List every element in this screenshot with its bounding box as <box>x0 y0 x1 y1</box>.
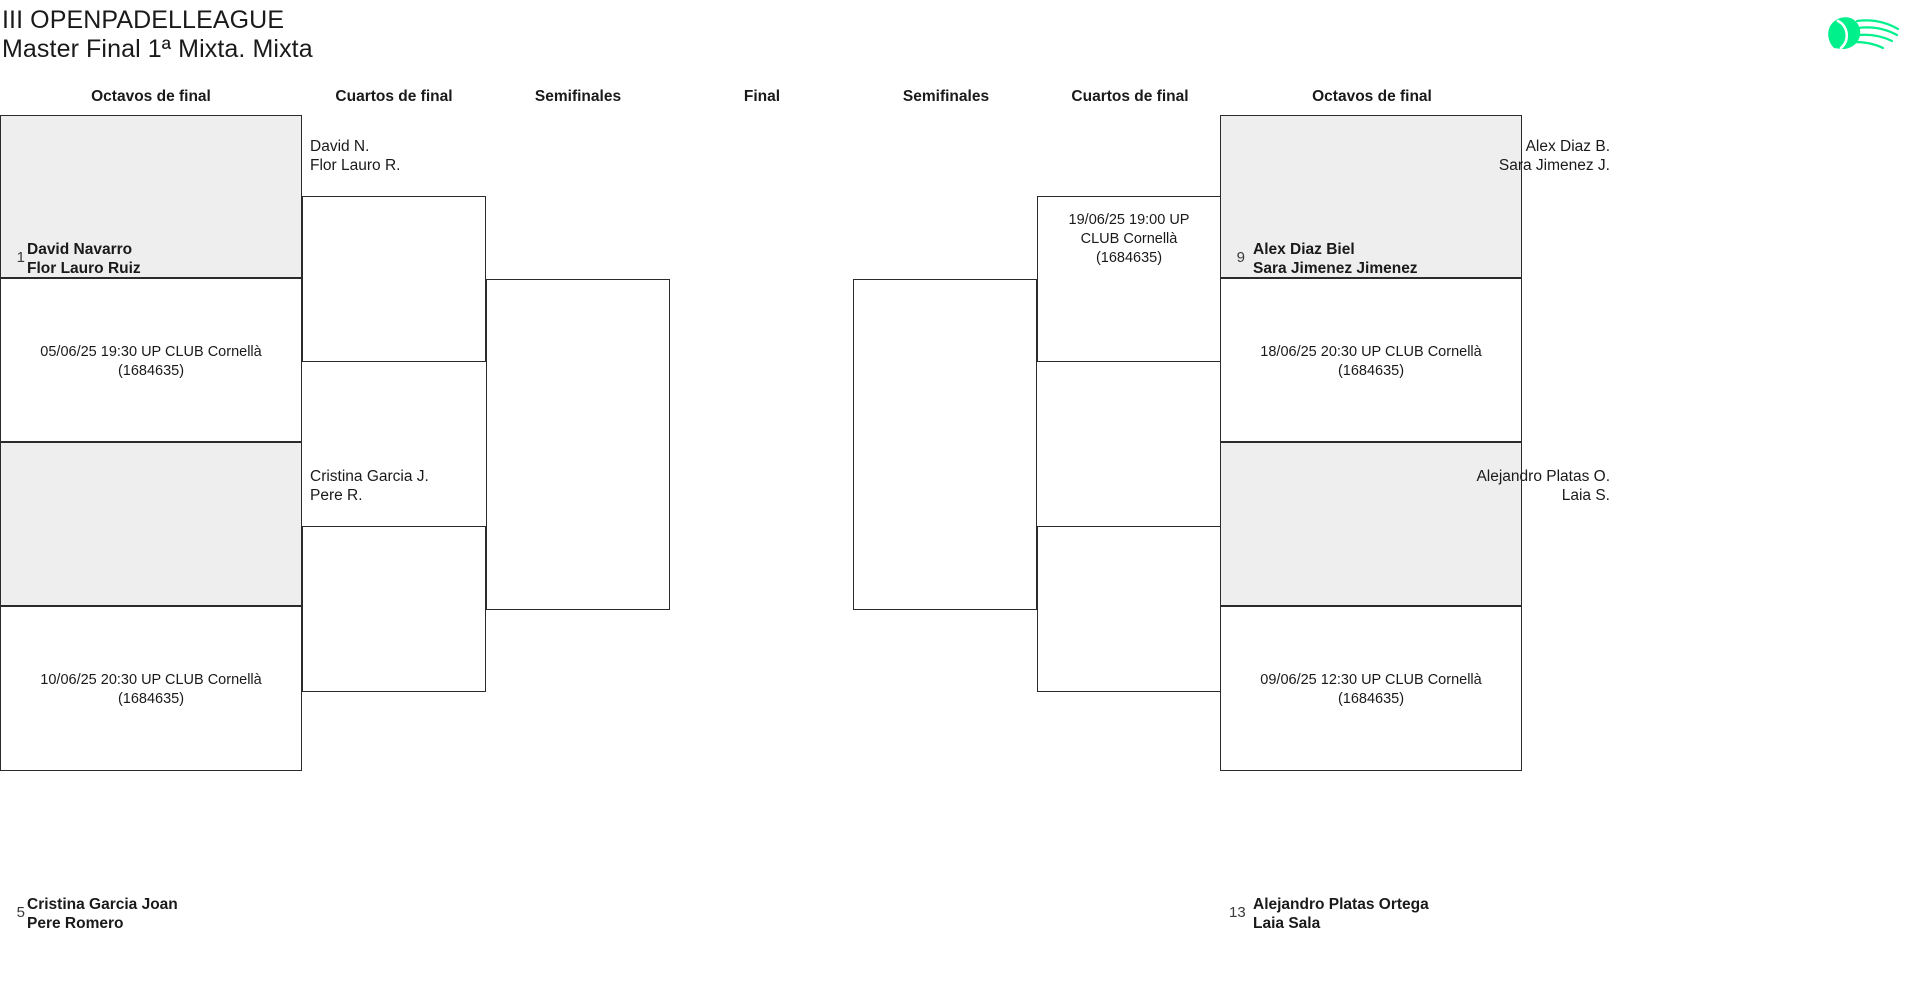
team-name: Alejandro Platas Ortega Laia Sala <box>1253 896 1429 932</box>
team-name: Alex Diaz Biel Sara Jimenez Jimenez <box>1253 241 1418 277</box>
bracket-slot-7[interactable]: 7 Xavi Balcells Mariagna Mir 10/06/25 20… <box>0 606 302 771</box>
match-info: 18/06/25 20:30 UP CLUB Cornellà(1684635) <box>1260 344 1482 379</box>
bracket-slot-11[interactable]: 11 Eric Martinez Ana Rivera 18/06/25 20:… <box>1220 278 1522 714</box>
left-quarterfinal-team-2: Cristina Garcia J. Pere R. <box>310 468 429 504</box>
team-name: David Navarro Flor Lauro Ruiz <box>27 241 141 277</box>
seed-number: 1 <box>16 249 25 266</box>
right-quarterfinal-connector-2 <box>1037 526 1221 692</box>
round-header-right-semifinales: Semifinales <box>902 88 990 105</box>
match-info: 05/06/25 19:30 UP CLUB Cornellà(1684635) <box>40 344 262 379</box>
right-semifinal-connector <box>853 279 1037 610</box>
openpadelleague-logo <box>1824 10 1902 58</box>
tournament-title: III OPENPADELLEAGUE <box>2 6 285 34</box>
left-quarterfinal-connector-2 <box>302 526 486 692</box>
match-info: 10/06/25 20:30 UP CLUB Cornellà(1684635) <box>40 672 262 707</box>
match-info: 09/06/25 12:30 UP CLUB Cornellà(1684635) <box>1260 672 1482 707</box>
bracket-slot-1[interactable]: 1 David Navarro Flor Lauro Ruiz 2 BYE <box>0 115 302 376</box>
seed-number: 9 <box>1236 249 1245 266</box>
right-quarterfinal-team-2: Alejandro Platas O. Laia S. <box>1476 468 1610 504</box>
left-quarterfinal-connector-1 <box>302 196 486 362</box>
bracket-slot-15[interactable]: 15 Ana Yañez Bernardo Ricard Noel 09/06/… <box>1220 606 1522 771</box>
round-header-final: Final <box>743 88 781 105</box>
round-header-right-cuartos: Cuartos de final <box>1071 88 1189 105</box>
bracket-slot-3[interactable]: 3 Moisès Sanz Piqué Estefania Montero 05… <box>0 278 302 714</box>
round-header-left-cuartos: Cuartos de final <box>335 88 453 105</box>
bracket-slot-5[interactable]: 5 Cristina Garcia Joan Pere Romero 6 BYE <box>0 442 302 932</box>
seed-number: 13 <box>1229 904 1246 921</box>
bracket-slot-9[interactable]: 9 Alex Diaz Biel Sara Jimenez Jimenez 10… <box>1220 115 1522 376</box>
team-name: Cristina Garcia Joan Pere Romero <box>27 896 178 932</box>
left-quarterfinal-team-1: David N. Flor Lauro R. <box>310 138 401 174</box>
left-semifinal-connector <box>486 279 670 610</box>
round-header-left-semifinales: Semifinales <box>534 88 622 105</box>
page-header: III OPENPADELLEAGUE Master Final 1ª Mixt… <box>0 0 1920 85</box>
round-header-right-octavos: Octavos de final <box>1312 88 1432 105</box>
bracket-slot-13[interactable]: 13 Alejandro Platas Ortega Laia Sala 14 … <box>1220 442 1522 932</box>
round-header-left-octavos: Octavos de final <box>91 88 211 105</box>
tournament-subtitle: Master Final 1ª Mixta. Mixta <box>2 35 313 63</box>
seed-number: 5 <box>16 904 25 921</box>
right-quarterfinal-team-1: Alex Diaz B. Sara Jimenez J. <box>1498 138 1610 174</box>
